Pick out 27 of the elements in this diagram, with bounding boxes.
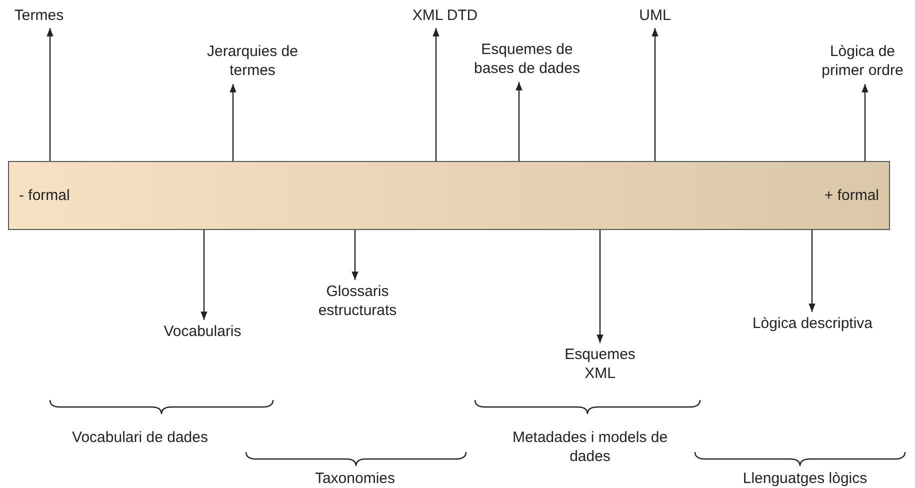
term-label: Lògica descriptiva	[730, 314, 895, 334]
scale-label: + formal	[824, 186, 879, 205]
scale-label: - formal	[19, 186, 70, 205]
arrow	[808, 230, 816, 312]
arrow	[652, 28, 658, 161]
category-label: Vocabulari de dades	[71, 428, 209, 447]
term-label: Vocabularis	[150, 322, 255, 342]
arrow	[516, 82, 522, 161]
arrow	[352, 230, 358, 280]
category-label: Llenguatges lògics	[742, 469, 868, 488]
term-label: Jerarquies de termes	[195, 42, 310, 82]
term-label: Glossaris estructurats	[300, 282, 415, 322]
arrow	[200, 230, 208, 320]
category-label: Metadades i models de dades	[511, 428, 669, 466]
arrow	[432, 28, 440, 161]
arrow	[862, 84, 868, 161]
arrow	[46, 28, 54, 161]
term-label: Termes	[8, 6, 70, 26]
term-label: UML	[630, 6, 680, 26]
term-label: Esquemes XML	[550, 345, 650, 385]
term-label: XML DTD	[400, 6, 490, 26]
term-label: Lògica de primer ordre	[815, 42, 910, 82]
arrow	[230, 84, 236, 161]
category-label: Taxonomies	[314, 469, 396, 488]
arrow	[596, 230, 604, 343]
spectrum-bar	[8, 161, 890, 230]
term-label: Esquemes de bases de dades	[462, 40, 592, 80]
